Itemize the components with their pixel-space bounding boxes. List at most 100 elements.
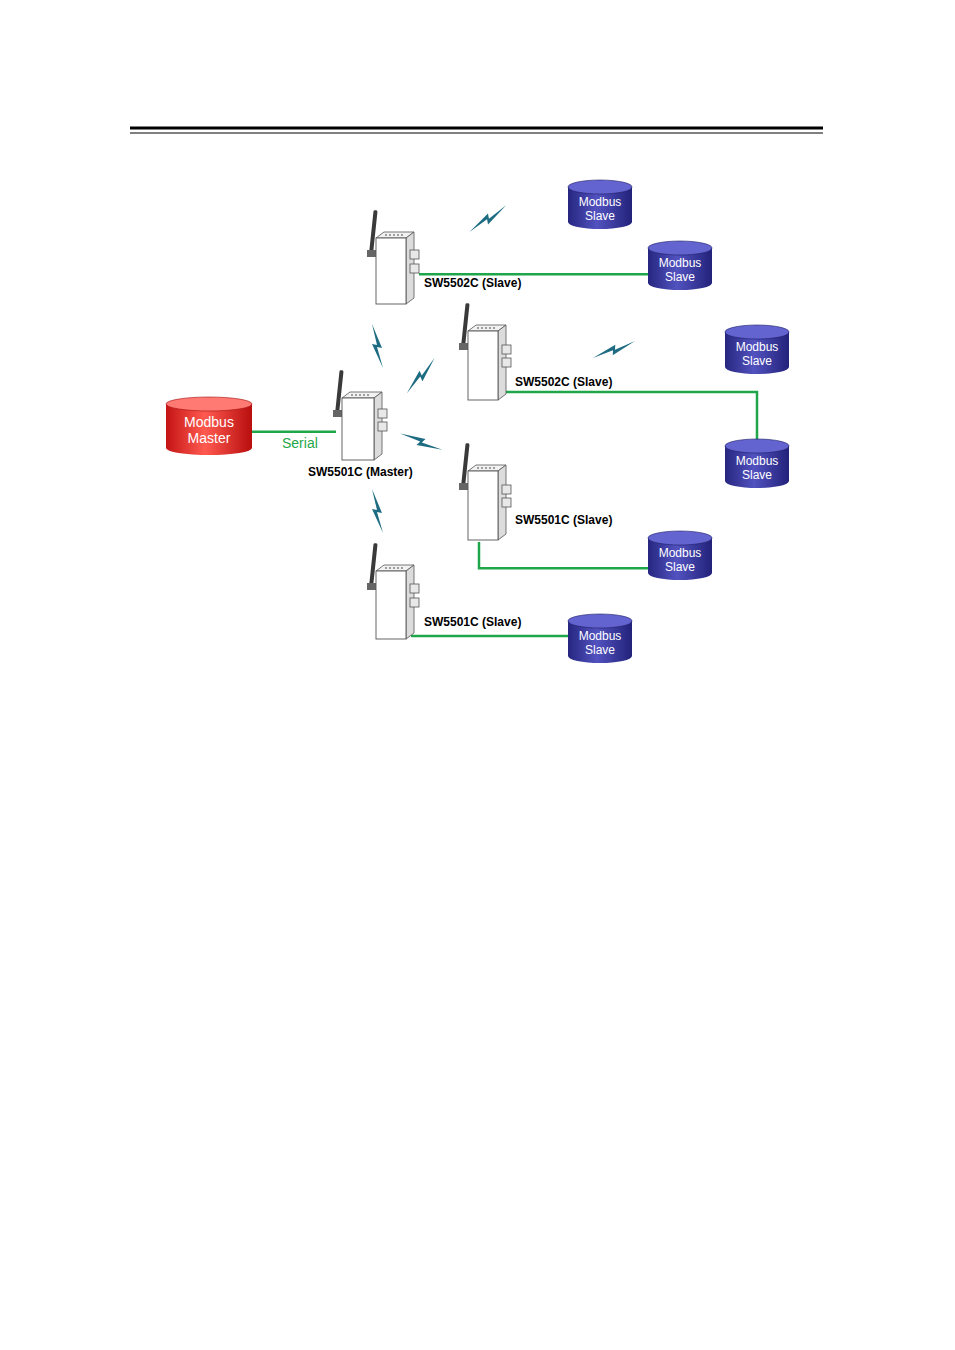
wireless-symbol (591, 341, 636, 358)
wireless-symbol (465, 205, 510, 232)
led-dot (477, 327, 479, 329)
led-dot (393, 567, 395, 569)
led-dot (485, 327, 487, 329)
node-label: Modbus Slave (725, 341, 789, 368)
modbus-cylinder: Modbus Slave (648, 531, 712, 580)
antenna-base (367, 583, 376, 590)
led-dot (367, 394, 369, 396)
led-dot (493, 327, 495, 329)
modbus-cylinder: Modbus Slave (725, 325, 789, 374)
node-label: Modbus Slave (568, 630, 632, 657)
device-label: SW5501C (Master) (308, 465, 413, 479)
wireless-symbol (372, 489, 383, 533)
led-dot (493, 467, 495, 469)
device-illustration (458, 443, 512, 542)
cylinder-top (725, 325, 789, 339)
cylinder-top (166, 397, 252, 411)
led-dot (485, 467, 487, 469)
device-label: SW5501C (Slave) (515, 513, 612, 527)
wireless-symbol (400, 424, 442, 458)
cylinder-top (648, 531, 712, 545)
serial-wire (252, 431, 336, 434)
cylinder-top (568, 614, 632, 628)
led-dot (481, 467, 483, 469)
device-label: SW5502C (Slave) (515, 375, 612, 389)
led-dot (397, 567, 399, 569)
rail-clip (410, 264, 419, 273)
led-dot (363, 394, 365, 396)
device-front (468, 331, 498, 400)
serial-wire (479, 542, 648, 568)
led-dot (401, 234, 403, 236)
device-label: SW5502C (Slave) (424, 276, 521, 290)
antenna-base (333, 410, 342, 417)
modbus-cylinder: Modbus Slave (725, 439, 789, 488)
antenna-base (367, 250, 376, 257)
radio-device: SW5501C (Slave) (458, 443, 512, 542)
device-illustration (332, 370, 388, 462)
cylinder-top (648, 241, 712, 255)
cylinder-body (166, 404, 252, 455)
rail-clip (502, 498, 511, 507)
antenna-base (459, 343, 468, 350)
device-front (376, 571, 406, 639)
antenna-base (459, 483, 468, 490)
led-dot (385, 234, 387, 236)
device-illustration (366, 543, 420, 641)
device-illustration (458, 303, 512, 402)
led-dot (359, 394, 361, 396)
header-rule (130, 127, 823, 130)
led-dot (401, 567, 403, 569)
rail-clip (410, 250, 419, 259)
modbus-cylinder: Modbus Slave (568, 180, 632, 229)
modbus-cylinder: Modbus Master (166, 397, 252, 455)
radio-device: SW5502C (Slave) (366, 210, 420, 306)
wireless-symbol (400, 358, 441, 394)
led-dot (489, 327, 491, 329)
led-dot (397, 234, 399, 236)
device-front (468, 471, 498, 540)
rail-clip (502, 358, 511, 367)
radio-device: SW5502C (Slave) (458, 303, 512, 402)
cylinder-top (725, 439, 789, 453)
serial-wire (411, 635, 568, 638)
rail-clip (410, 598, 419, 607)
led-dot (389, 567, 391, 569)
rail-clip (502, 485, 511, 494)
device-front (376, 238, 406, 304)
device-front (342, 398, 374, 460)
led-dot (393, 234, 395, 236)
radio-device: SW5501C (Master) (332, 370, 388, 462)
led-dot (385, 567, 387, 569)
node-label: Modbus Slave (648, 547, 712, 574)
modbus-cylinder: Modbus Slave (568, 614, 632, 663)
led-dot (489, 467, 491, 469)
led-dot (351, 394, 353, 396)
led-dot (389, 234, 391, 236)
radio-device: SW5501C (Slave) (366, 543, 420, 641)
serial-wire (503, 392, 757, 440)
led-dot (355, 394, 357, 396)
rail-clip (378, 422, 387, 431)
rail-clip (502, 345, 511, 354)
serial-wire (419, 273, 648, 276)
rail-clip (410, 584, 419, 593)
device-label: SW5501C (Slave) (424, 615, 521, 629)
led-dot (481, 327, 483, 329)
cylinder-top (568, 180, 632, 194)
node-label: Modbus Slave (648, 257, 712, 284)
node-label: Modbus Slave (568, 196, 632, 223)
modbus-cylinder: Modbus Slave (648, 241, 712, 290)
device-illustration (366, 210, 420, 306)
header-rule (130, 133, 823, 134)
led-dot (477, 467, 479, 469)
node-label: Modbus Slave (725, 455, 789, 482)
wireless-symbol (372, 324, 383, 368)
edge-label: Serial (280, 435, 320, 451)
node-label: Modbus Master (166, 415, 252, 446)
rail-clip (378, 409, 387, 418)
